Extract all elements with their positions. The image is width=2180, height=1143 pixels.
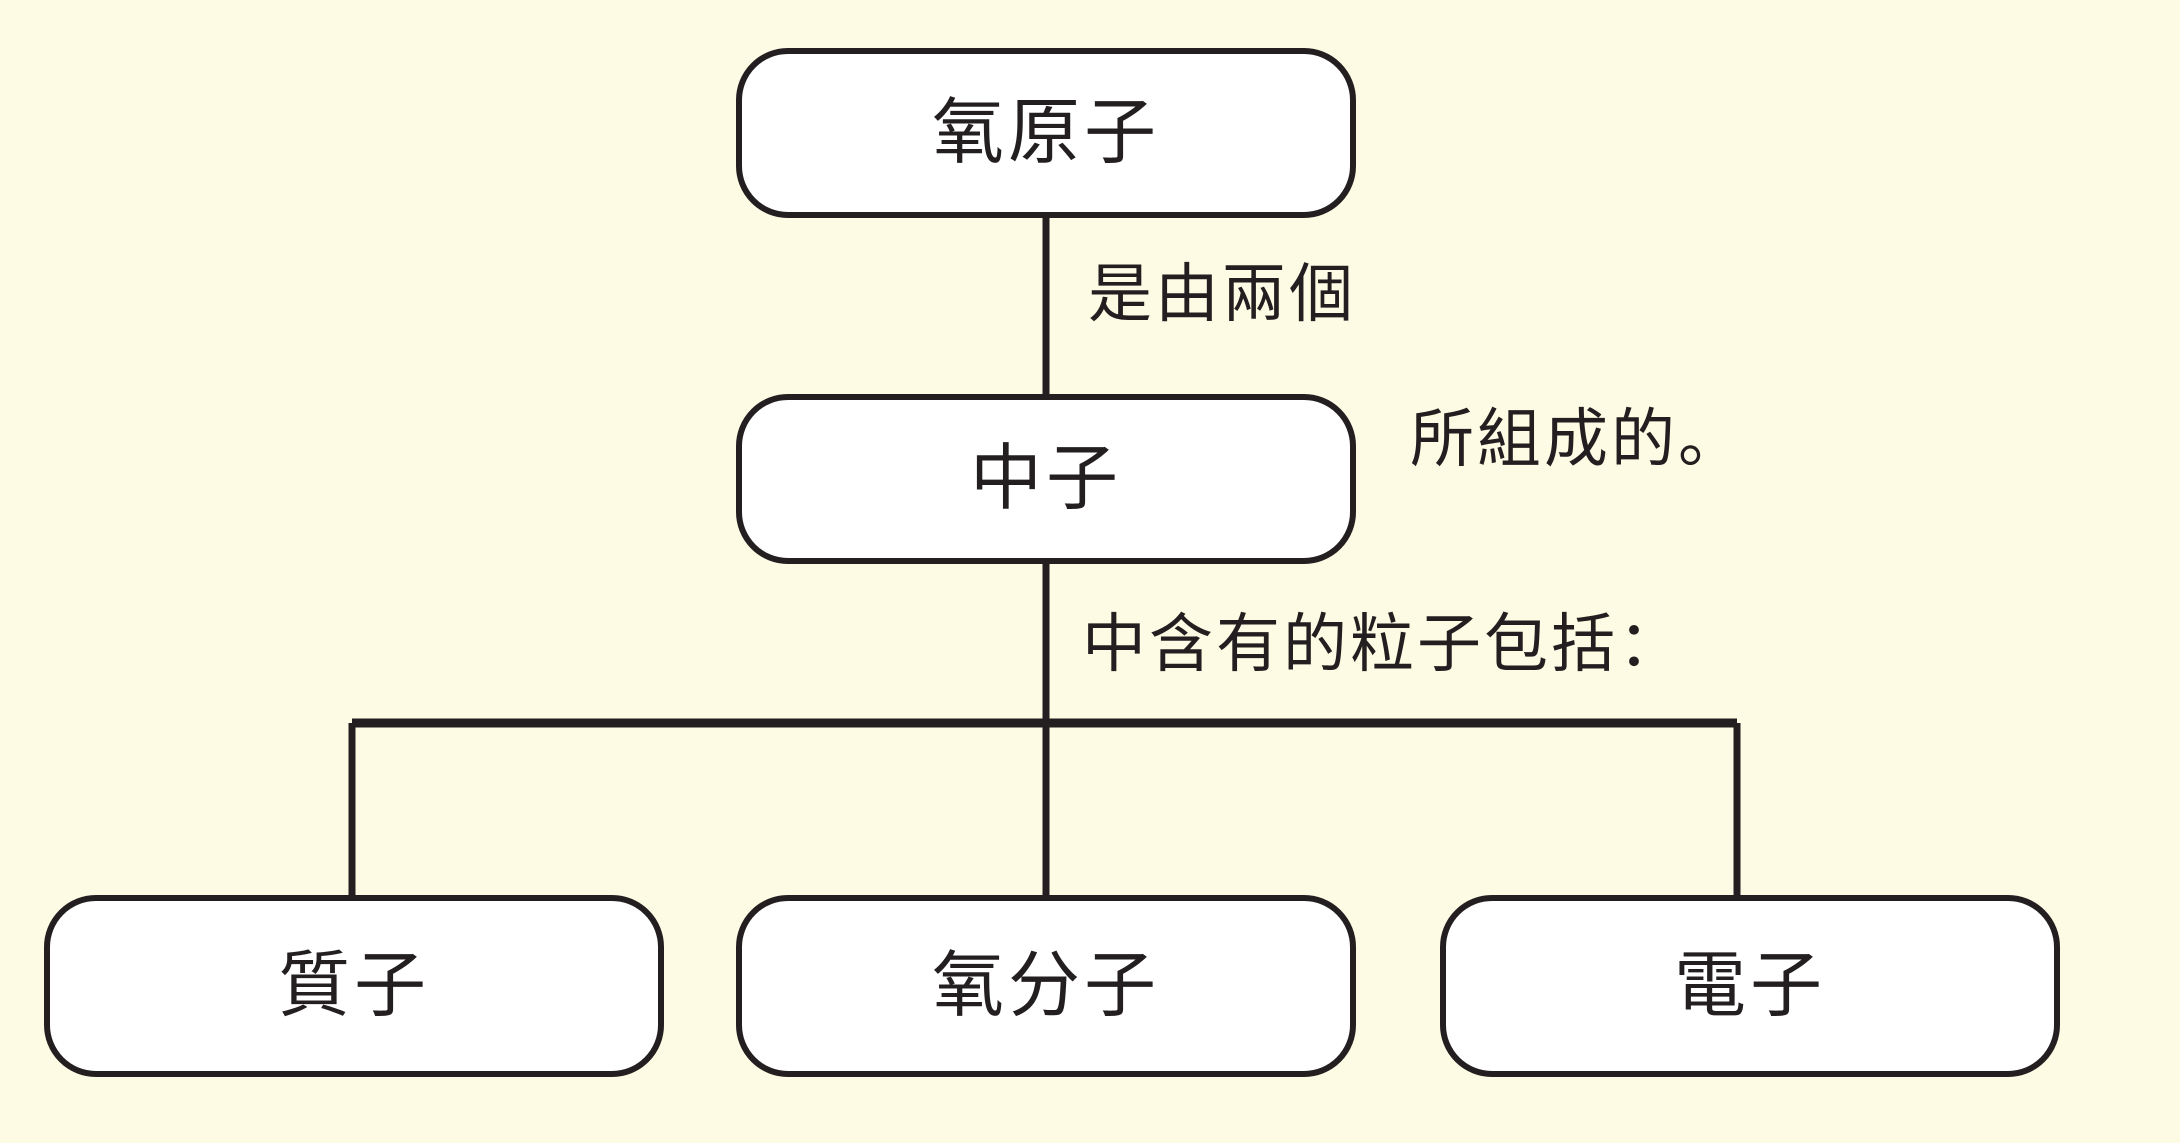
edge-label-composed-of: 所組成的。 [1404, 407, 1751, 471]
node-neutron-label: 中子 [969, 439, 1122, 519]
node-proton-label: 質子 [277, 946, 430, 1026]
node-oxygen-molecule[interactable]: 氧分子 [736, 895, 1356, 1077]
edge-label-contains: 中含有的粒子包括： [1076, 612, 1691, 676]
node-electron-label: 電子 [1673, 946, 1826, 1026]
node-oxygen-atom-label: 氧原子 [931, 93, 1160, 173]
node-neutron[interactable]: 中子 [736, 394, 1356, 564]
node-oxygen-atom[interactable]: 氧原子 [736, 48, 1356, 218]
node-oxygen-molecule-label: 氧分子 [931, 946, 1160, 1026]
edge-label-is-made-of: 是由兩個 [1082, 262, 1362, 326]
node-electron[interactable]: 電子 [1440, 895, 2060, 1077]
node-proton[interactable]: 質子 [44, 895, 664, 1077]
